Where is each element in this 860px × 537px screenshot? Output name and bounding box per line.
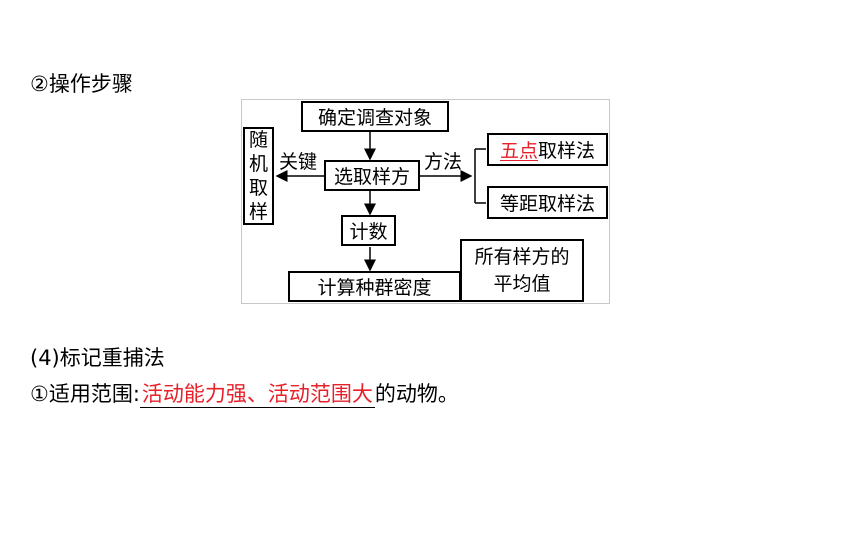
- five-point-answer: 五点: [499, 140, 538, 162]
- random-char-1: 随: [248, 129, 268, 151]
- box-determine-target: 确定调查对象: [301, 101, 449, 132]
- method-heading: (4)标记重捕法: [30, 346, 165, 370]
- step-heading: ②操作步骤: [30, 72, 133, 96]
- average-line-2: 平均值: [493, 272, 551, 295]
- random-char-3: 取: [248, 177, 268, 199]
- label-method: 方法: [424, 151, 463, 173]
- box-count: 计数: [341, 215, 396, 246]
- scope-prefix: ①适用范围:: [30, 382, 140, 406]
- box-equidistant: 等距取样法: [487, 186, 608, 219]
- flowchart-arrows: [275, 131, 486, 272]
- five-point-rest: 取样法: [538, 140, 596, 162]
- box-select-quadrat: 选取样方: [324, 160, 420, 191]
- random-char-4: 样: [248, 201, 268, 223]
- box-random-sampling: 随 机 取 样: [243, 127, 274, 225]
- scope-line: ①适用范围:活动能力强、活动范围大的动物。: [30, 378, 459, 408]
- box-average: 所有样方的 平均值: [460, 239, 584, 302]
- sampling-flowchart: 确定调查对象 随 机 取 样 关键 选取样方 方法 五点取样法 等距取样法 计数…: [241, 99, 610, 304]
- scope-suffix: 的动物。: [374, 382, 459, 406]
- box-five-point: 五点取样法: [487, 133, 608, 166]
- random-char-2: 机: [248, 153, 268, 175]
- label-key: 关键: [279, 151, 318, 173]
- scope-answer: 活动能力强、活动范围大: [141, 382, 373, 406]
- box-calc-density: 计算种群密度: [288, 271, 461, 302]
- scope-answer-blank: 活动能力强、活动范围大: [139, 381, 375, 408]
- average-line-1: 所有样方的: [474, 245, 570, 268]
